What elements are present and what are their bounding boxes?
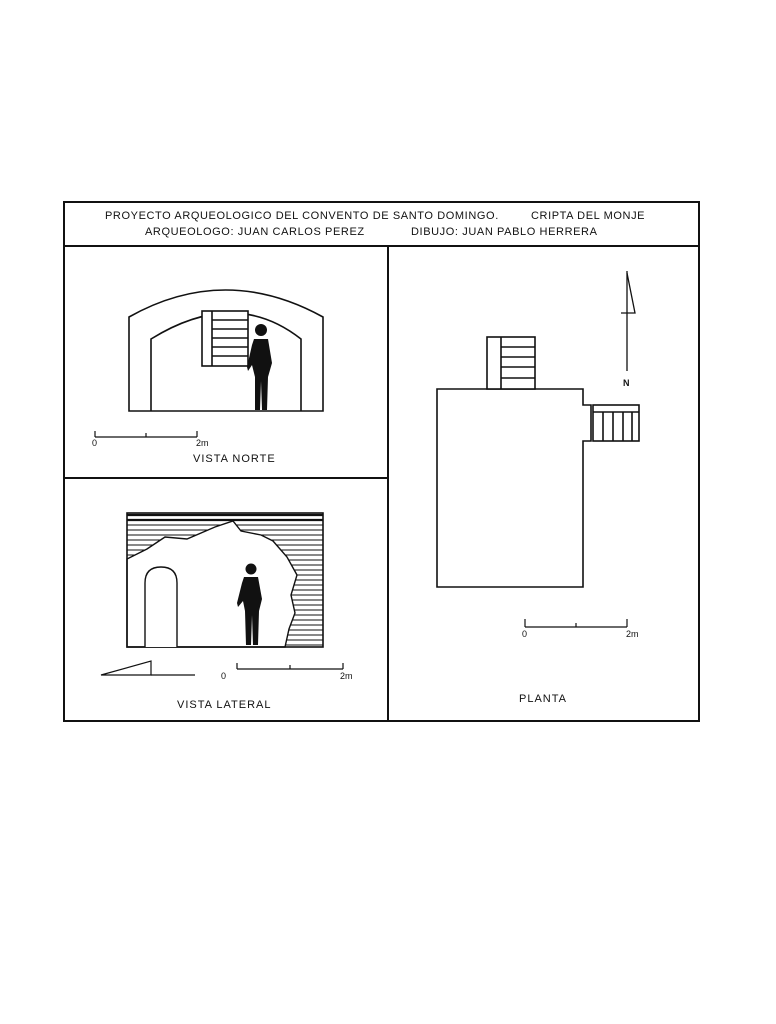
- plan-view-drawing: [436, 271, 640, 628]
- outer-vault-outline: [128, 289, 324, 412]
- north-view-panel: 0 2m VISTA NORTE: [65, 247, 389, 479]
- lateral-scale-start: 0: [221, 671, 227, 681]
- human-figure-icon: [237, 563, 262, 645]
- human-figure-icon: [247, 324, 272, 410]
- plan-scale-end: 2m: [626, 629, 639, 639]
- north-scale-start: 0: [92, 438, 98, 448]
- crypt-floorplan: [436, 388, 592, 588]
- north-view-drawing: [94, 289, 324, 438]
- site-title: CRIPTA DEL MONJE: [531, 210, 646, 222]
- north-scale-end: 2m: [196, 438, 209, 448]
- scale-bar-icon: [236, 663, 344, 670]
- north-view-caption: VISTA NORTE: [193, 453, 276, 465]
- plan-view-panel: N 0 2m PLANTA: [389, 247, 700, 722]
- title-block: PROYECTO ARQUEOLOGICO DEL CONVENTO DE SA…: [65, 203, 698, 247]
- drawing-sheet: PROYECTO ARQUEOLOGICO DEL CONVENTO DE SA…: [63, 201, 700, 722]
- lateral-view-drawing: [100, 512, 344, 676]
- plan-scale-start: 0: [522, 629, 528, 639]
- scale-bar-icon: [524, 619, 628, 628]
- north-label: N: [623, 378, 630, 388]
- plan-north-stair: [486, 336, 536, 390]
- lateral-view-caption: VISTA LATERAL: [177, 699, 272, 711]
- lateral-scale-end: 2m: [340, 671, 353, 681]
- plan-view-caption: PLANTA: [519, 693, 567, 705]
- viewing-direction-arrow-icon: [100, 660, 195, 676]
- lateral-frame: [126, 512, 324, 648]
- scale-bar-icon: [94, 431, 198, 438]
- project-title: PROYECTO ARQUEOLOGICO DEL CONVENTO DE SA…: [105, 210, 499, 222]
- north-arrow-icon: [621, 271, 636, 371]
- drawing-credit: DIBUJO: JUAN PABLO HERRERA: [411, 226, 598, 238]
- archaeologist-credit: ARQUEOLOGO: JUAN CARLOS PEREZ: [145, 226, 365, 238]
- lateral-view-panel: 0 2m VISTA LATERAL: [65, 479, 389, 722]
- lateral-doorway: [144, 566, 178, 647]
